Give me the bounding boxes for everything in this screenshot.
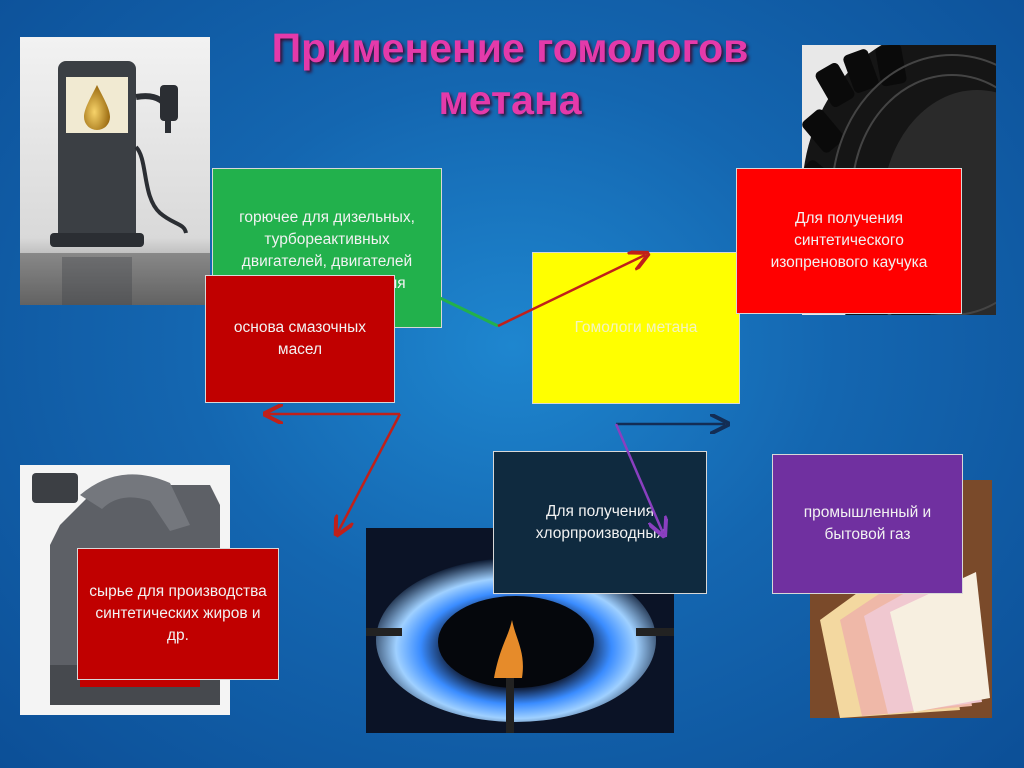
oil-box-text: основа смазочных масел bbox=[233, 319, 367, 358]
green-connector bbox=[439, 296, 499, 328]
slide-title: Применение гомологов метана bbox=[170, 22, 850, 126]
fats-box: сырье для производства синтетических жир… bbox=[77, 548, 279, 680]
oil-box: основа смазочных масел bbox=[205, 275, 395, 403]
arrow-to-fats bbox=[338, 413, 402, 532]
chloro-box-text: Для получения хлорпроизводных bbox=[535, 502, 665, 542]
fats-box-text: сырье для производства синтетических жир… bbox=[89, 583, 267, 644]
center-box: Гомологи метана bbox=[532, 252, 740, 404]
fuel-pump-image bbox=[20, 37, 210, 305]
title-line-1: Применение гомологов bbox=[271, 25, 749, 71]
rubber-box: Для получения синтетического изопреновог… bbox=[736, 168, 962, 314]
arrow-to-rubber bbox=[497, 255, 645, 328]
arrow-to-chloro bbox=[614, 423, 663, 533]
gas-box: промышленный и бытовой газ bbox=[772, 454, 963, 594]
center-box-text: Гомологи метана bbox=[574, 319, 698, 336]
rubber-box-text: Для получения синтетического изопреновог… bbox=[770, 210, 928, 271]
gas-box-text: промышленный и бытовой газ bbox=[803, 504, 932, 543]
title-line-2: метана bbox=[438, 77, 582, 123]
chloro-box: Для получения хлорпроизводных bbox=[493, 451, 707, 594]
